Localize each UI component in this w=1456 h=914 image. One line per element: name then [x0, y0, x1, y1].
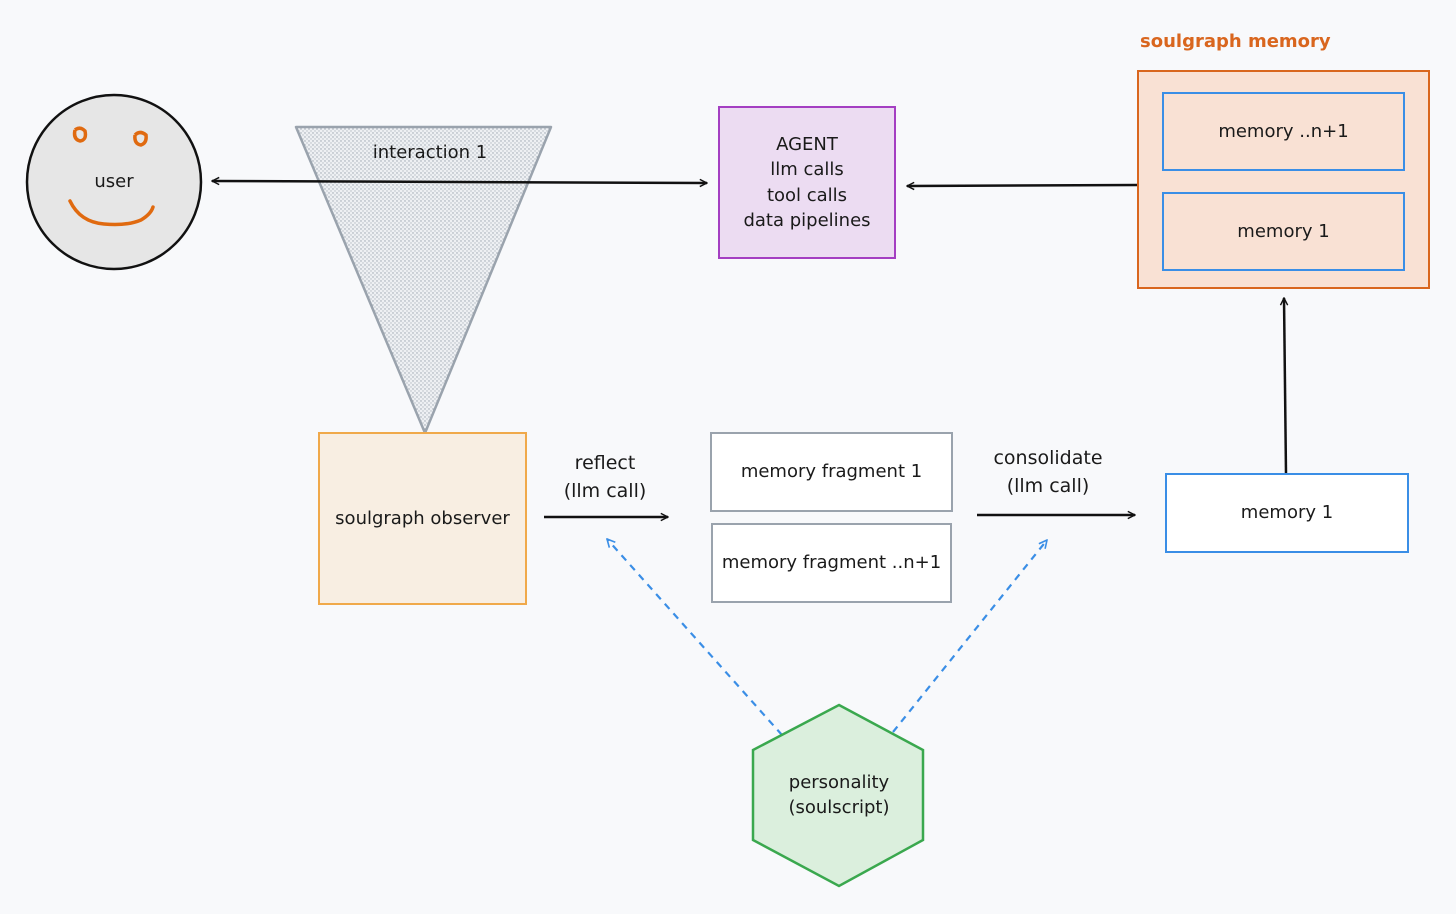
user-label: user — [94, 171, 134, 192]
consolidate-label: consolidate (llm call) — [978, 444, 1118, 500]
agent-line: AGENT — [776, 133, 838, 155]
reflect-label: reflect (llm call) — [545, 449, 665, 505]
agent-line: data pipelines — [743, 210, 871, 231]
personality-to-consolidate-arrow — [892, 540, 1047, 733]
memory-to-agent-arrow — [907, 185, 1139, 186]
personality-hexagon — [751, 703, 925, 888]
smile — [68, 199, 155, 227]
interaction-label: interaction 1 — [372, 142, 488, 163]
user-agent-arrow — [212, 181, 707, 183]
personality-line: (soulscript) — [788, 797, 890, 818]
soulgraph-observer-box: soulgraph observer — [318, 432, 527, 605]
memory-item: memory 1 — [1162, 192, 1405, 271]
memory-item: memory ..n+1 — [1162, 92, 1405, 171]
soulgraph-memory-title: soulgraph memory — [1140, 31, 1331, 52]
right-eye — [133, 130, 148, 147]
reflect-line: (llm call) — [563, 480, 647, 502]
agent-line: tool calls — [766, 184, 848, 206]
memory-fragment-box: memory fragment ..n+1 — [711, 523, 952, 603]
reflect-line: reflect — [574, 452, 636, 474]
memory-up-arrow — [1284, 298, 1286, 475]
agent-line: llm calls — [770, 159, 844, 180]
user-circle — [25, 93, 203, 271]
consolidate-line: (llm call) — [1006, 475, 1090, 497]
agent-box: AGENT llm calls tool calls data pipeline… — [718, 106, 896, 259]
personality-to-reflect-arrow — [607, 539, 783, 736]
consolidate-line: consolidate — [993, 447, 1103, 469]
memory-fragment-box: memory fragment 1 — [710, 432, 953, 512]
consolidated-memory-box: memory 1 — [1165, 473, 1409, 553]
interaction-funnel — [294, 125, 553, 435]
personality-label: personality (soulscript) — [759, 770, 919, 820]
personality-line: personality — [788, 772, 890, 793]
left-eye — [72, 126, 88, 143]
user-face — [25, 93, 203, 271]
